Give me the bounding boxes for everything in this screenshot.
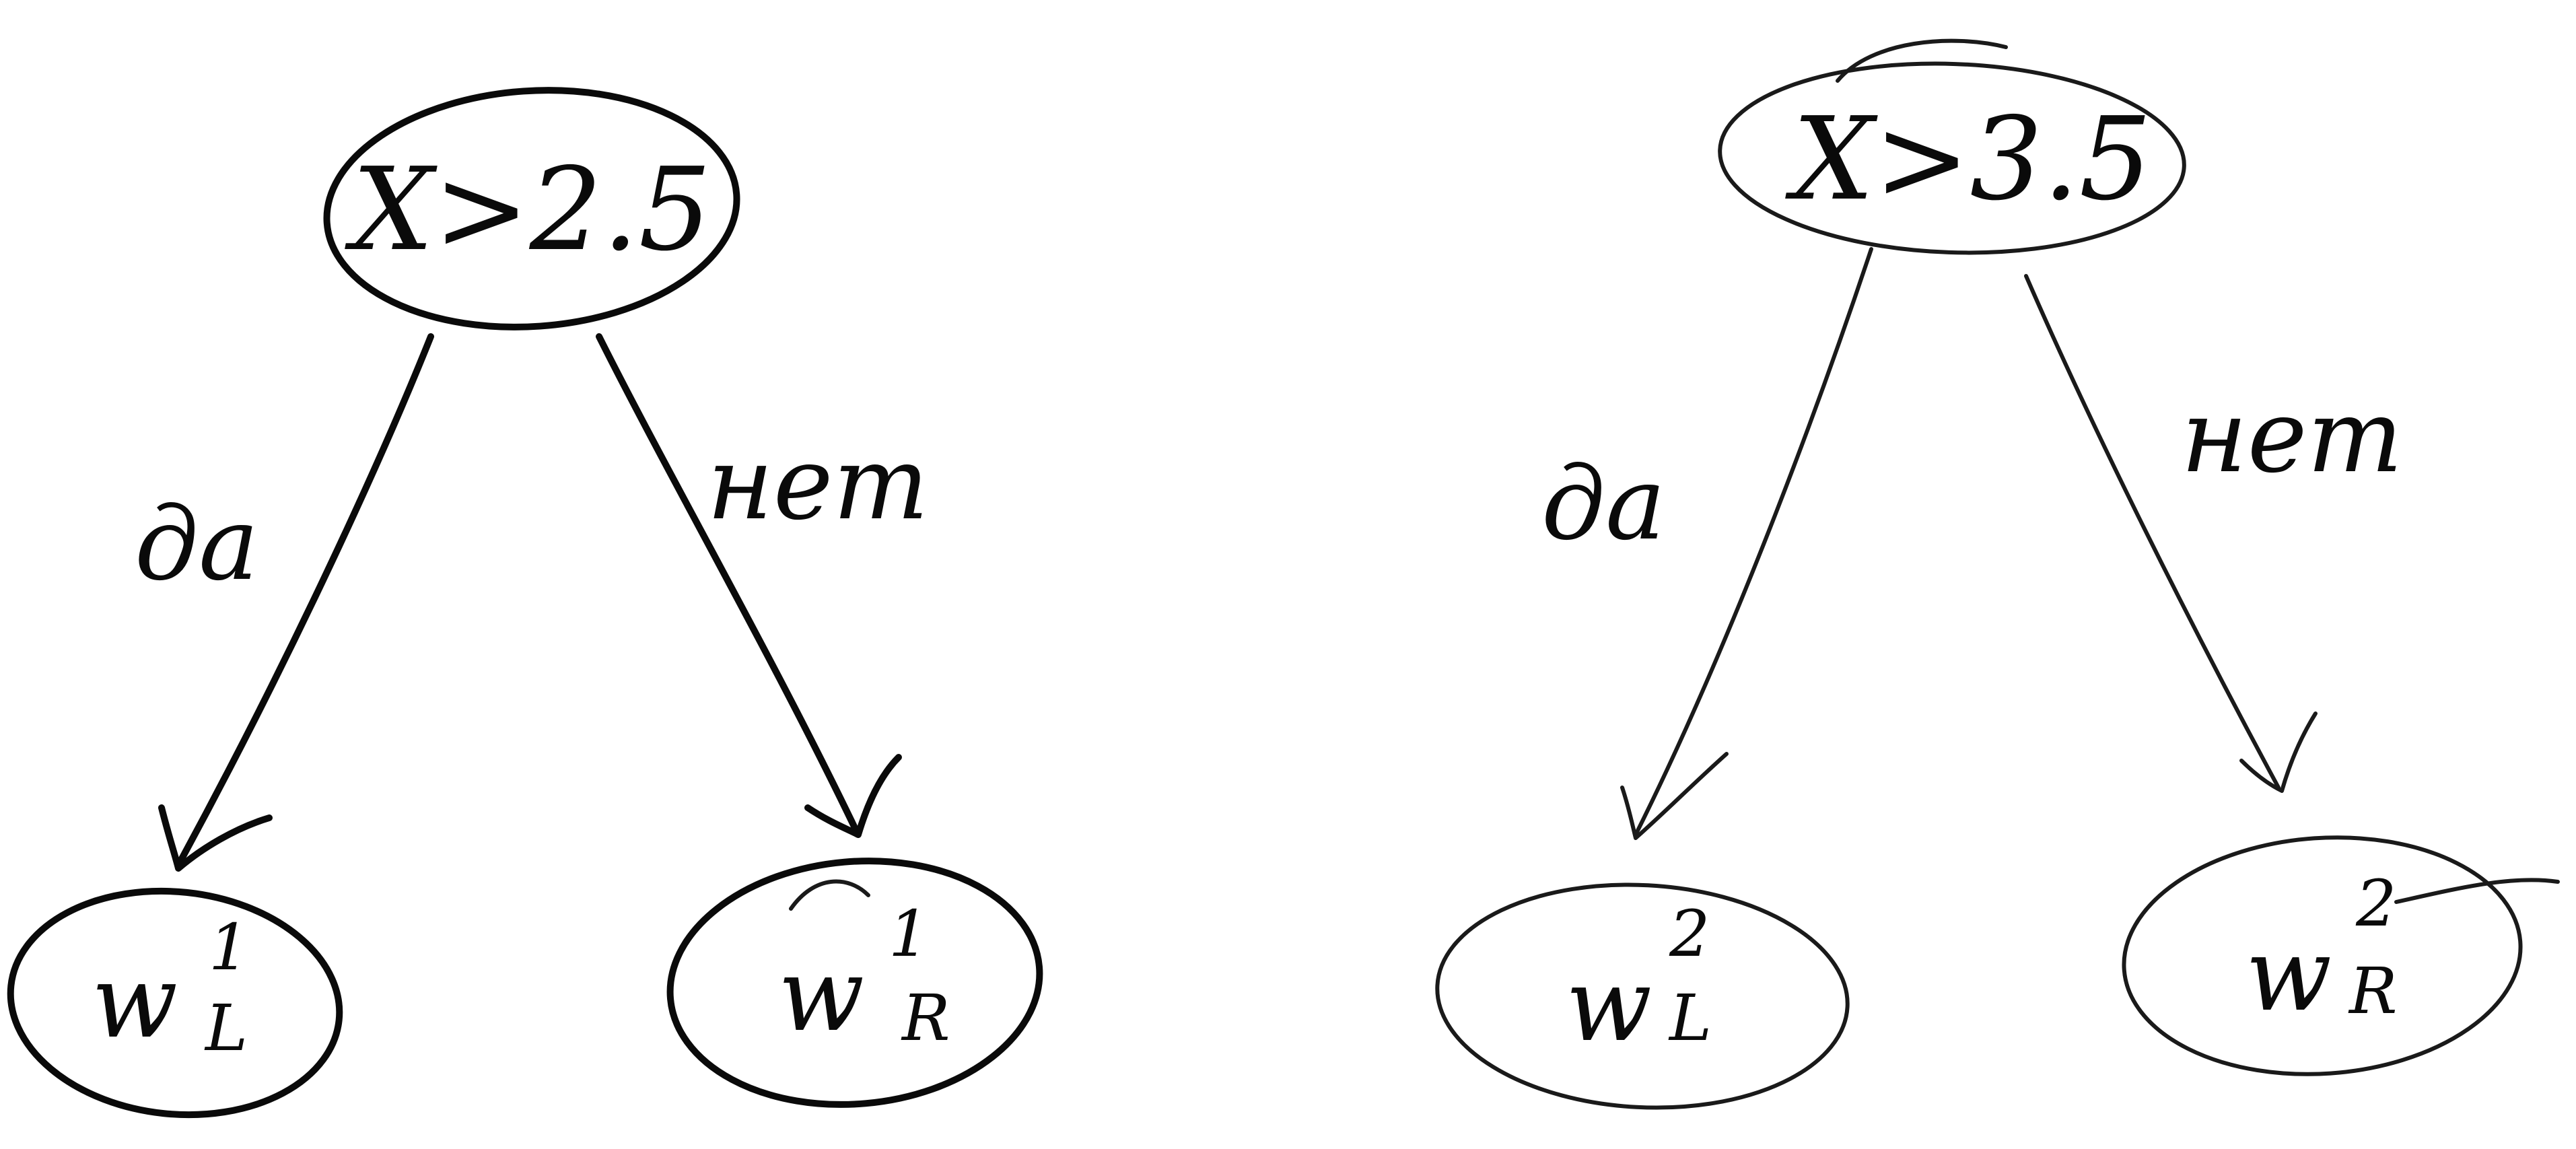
tree-1-no-edge: нет <box>596 333 929 838</box>
tree-2-right-leaf-subscript: R <box>2348 954 2398 1029</box>
tree-1-root-node[interactable]: X>2.5 <box>319 77 745 341</box>
tree-2-left-leaf[interactable]: w 2 L <box>1432 874 1853 1117</box>
tree-1-right-leaf-subscript: R <box>901 981 950 1055</box>
tree-2-left-leaf-label: w <box>1566 947 1652 1064</box>
tree-1-left-leaf-superscript: 1 <box>209 911 249 985</box>
tree-2-left-leaf-subscript: L <box>1668 981 1712 1055</box>
tree-1-yes-edge: да <box>135 333 434 872</box>
tree-1-left-leaf-label: w <box>92 944 178 1061</box>
tree-1-no-label: нет <box>707 425 929 543</box>
tree-1-right-leaf-superscript: 1 <box>889 897 929 971</box>
tree-2-left-leaf-superscript: 2 <box>1669 897 1710 971</box>
tree-2-root-condition: X>3.5 <box>1785 93 2152 226</box>
tree-2-yes-label: да <box>1541 446 1666 563</box>
tree-1-yes-label: да <box>135 486 259 603</box>
tree-1-right-leaf-label: w <box>778 937 864 1054</box>
tree-2-right-leaf[interactable]: w 2 R <box>2116 825 2560 1087</box>
tree-1-right-leaf[interactable]: w 1 R <box>660 846 1049 1120</box>
tree-1-root-condition: X>2.5 <box>345 143 711 277</box>
tree-2-no-edge: нет <box>2024 274 2403 793</box>
tree-1-left-leaf-subscript: L <box>204 991 248 1066</box>
tree-2: X>3.5 да нет w 2 L w <box>1432 38 2560 1117</box>
tree-2-root-node[interactable]: X>3.5 <box>1716 38 2187 260</box>
tree-2-yes-edge: да <box>1541 247 1873 840</box>
tree-1: X>2.5 да нет w 1 L w <box>0 77 1049 1130</box>
tree-2-right-leaf-superscript: 2 <box>2355 867 2396 941</box>
tree-2-no-label: нет <box>2181 378 2403 495</box>
tree-2-right-leaf-label: w <box>2246 917 2332 1034</box>
tree-1-left-leaf[interactable]: w 1 L <box>0 875 351 1130</box>
